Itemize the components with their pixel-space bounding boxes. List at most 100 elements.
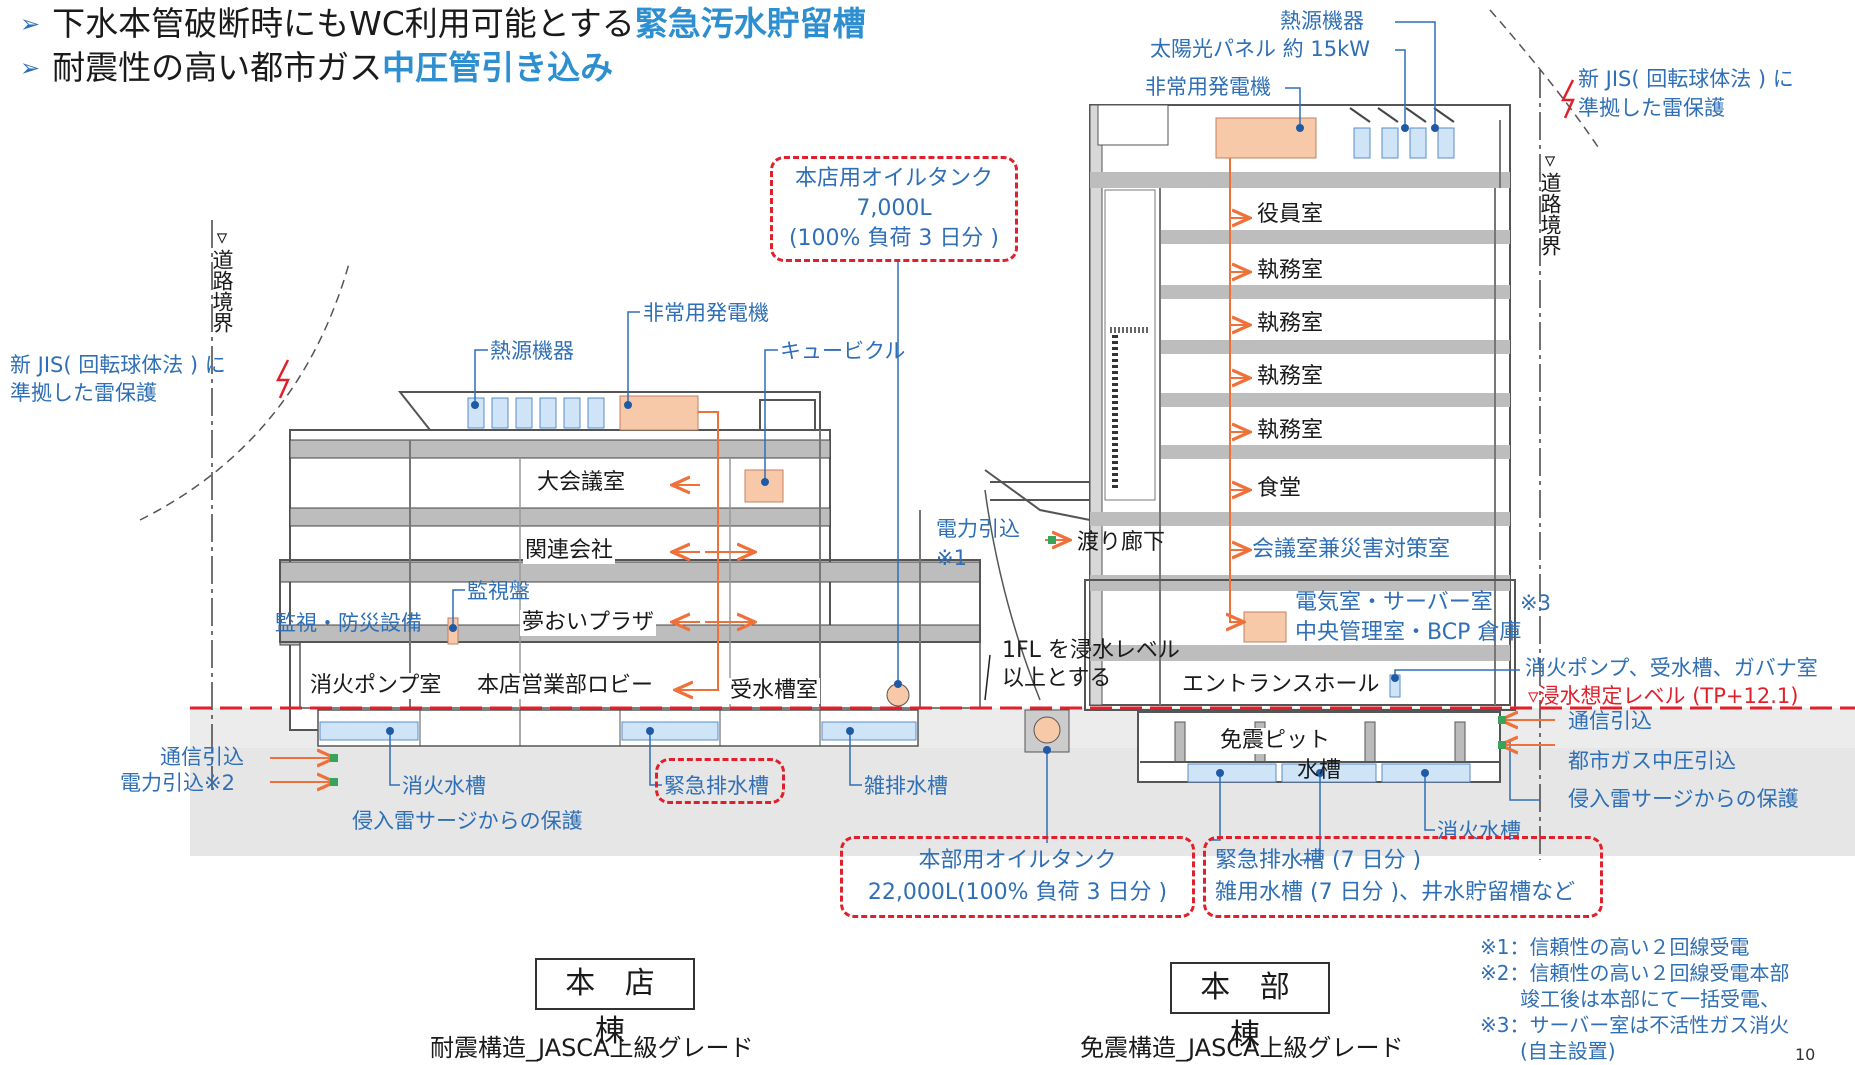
room-conference: 大会議室 [535, 470, 628, 496]
left-emergency-drain-highlight [655, 758, 785, 804]
footnote-2: ※2：信頼性の高い２回線受電本部 [1480, 961, 1790, 985]
left-telecom-in-label: 通信引込 [160, 745, 244, 769]
right-telecom-in-label: 通信引込 [1568, 709, 1652, 733]
center-oil-tank-line2: 22,000L(100% 負荷 3 日分 ) [867, 880, 1168, 905]
header-line-2-text: 耐震性の高い都市ガス [52, 48, 383, 87]
left-road-boundary-label: ▿道路境界 [210, 225, 234, 333]
right-tank-box [1203, 836, 1603, 918]
left-surge-protection-label: 侵入雷サージからの保護 [352, 809, 583, 833]
room-central: 中央管理室・BCP 倉庫 [1295, 620, 1522, 645]
left-cubicle [744, 469, 784, 503]
right-tank-box-line2: 雑用水槽 (7 日分 )、井水貯留槽など [1215, 880, 1576, 905]
right-building-structure: 免震構造_JASCA上級グレード [1080, 1034, 1404, 1062]
distribution-routes [270, 158, 1555, 782]
left-fire-water-tank [319, 721, 419, 741]
room-office-3: 執務室 [1255, 364, 1326, 390]
center-power-in-label: 電力引込 [936, 517, 1020, 541]
right-generator [1215, 117, 1317, 159]
left-cubicle-label: キュービクル [780, 339, 906, 363]
left-generator-label: 非常用発電機 [643, 301, 769, 325]
left-building-structure: 耐震構造_JASCA上級グレード [430, 1034, 754, 1062]
room-entrance: エントランスホール [1182, 672, 1380, 697]
left-misc-drain-tank-label: 雑排水槽 [864, 774, 948, 798]
lightning-arc-left [139, 259, 351, 521]
right-tank-2 [1281, 763, 1377, 783]
header-line-1: ➢ 下水本管破断時にもWC利用可能とする緊急汚水貯留槽 [20, 4, 866, 44]
room-affiliate: 関連会社 [523, 538, 616, 564]
left-oil-tank-line2: 7,000L [856, 196, 932, 221]
footnote-3: ※3：サーバー室は不活性ガス消火 [1480, 1013, 1790, 1037]
lightning-arc-right [1489, 9, 1601, 151]
header-line-2: ➢ 耐震性の高い都市ガス中圧管引き込み [20, 48, 613, 88]
right-generator-label: 非常用発電機 [1145, 75, 1271, 99]
right-heat-source-units [1353, 127, 1455, 159]
leader-dots [386, 124, 1439, 777]
fl-note-line1: 1FL を浸水レベル [1002, 638, 1180, 663]
footnote-3-cont: (自主設置) [1480, 1039, 1616, 1063]
right-surge-protection-label: 侵入雷サージからの保護 [1568, 787, 1799, 811]
page-number: 10 [1795, 1045, 1816, 1064]
room-water-tank-right: 水槽 [1297, 758, 1342, 783]
right-note3-label: ※3 [1520, 591, 1551, 615]
center-oil-tank-line1: 本部用オイルタンク [918, 848, 1117, 873]
left-heat-source-units [467, 397, 605, 429]
leader-lines [389, 21, 1540, 861]
monitoring-equipment-label: 監視・防災設備 [275, 611, 422, 635]
header-line-2-highlight: 中圧管引き込み [382, 48, 614, 87]
header-line-1-highlight: 緊急汚水貯留槽 [634, 4, 866, 43]
right-heat-source-label: 熱源機器 [1280, 9, 1364, 33]
footnote-2-cont: 竣工後は本部にて一括受電、 [1480, 987, 1780, 1011]
lightning-bolt-icon-left [275, 359, 290, 399]
room-isolation-pit: 免震ピット [1218, 728, 1333, 754]
room-electrical: 電気室・サーバー室 [1295, 590, 1493, 615]
left-emergency-drain-tank-label: 緊急排水槽 [664, 774, 769, 798]
left-oil-tank-line3: (100% 負荷 3 日分 ) [788, 226, 1000, 251]
left-lightning-note-line2: 準拠した雷保護 [10, 381, 157, 405]
room-office-1: 執務室 [1255, 258, 1326, 284]
left-oil-tank-box [770, 156, 1018, 262]
monitor-panel-label: 監視盤 [467, 579, 530, 603]
bullet-arrow-icon: ➢ [20, 10, 41, 38]
footnote-1: ※1：信頼性の高い２回線受電 [1480, 935, 1750, 959]
header-line-1-text: 下水本管破断時にもWC利用可能とする [52, 4, 635, 43]
right-tank-1 [1187, 763, 1277, 783]
right-fire-pump-label: 消火ポンプ、受水槽、ガバナ室 [1525, 656, 1818, 680]
flood-level-label: ▿浸水想定レベル (TP+12.1) [1528, 684, 1799, 708]
entry-markers [330, 536, 1506, 786]
right-gas-in-label: 都市ガス中圧引込 [1568, 749, 1736, 773]
left-building-name: 本 店 棟 [535, 958, 695, 1049]
left-oil-tank-line1: 本店用オイルタンク [794, 166, 993, 191]
left-misc-drain-tank [821, 721, 917, 741]
room-executive: 役員室 [1255, 202, 1326, 228]
bullet-arrow-icon: ➢ [20, 54, 41, 82]
right-fire-water-tank-label: 消火水槽 [1437, 819, 1521, 843]
left-generator [619, 395, 699, 431]
room-fire-pump: 消火ポンプ室 [308, 673, 444, 699]
solar-panels [1349, 107, 1455, 123]
room-plaza: 夢おいプラザ [520, 610, 657, 636]
lightning-bolt-icon-right [1560, 79, 1575, 119]
right-tank-box-line1: 緊急排水槽 (7 日分 ) [1215, 848, 1422, 873]
left-power-in-label: 電力引込※2 [120, 771, 235, 795]
left-lightning-note-line1: 新 JIS( 回転球体法 ) に [10, 353, 226, 377]
left-emergency-drain-tank [621, 721, 719, 741]
center-note1-label: ※1 [936, 546, 967, 570]
right-lightning-note-line2: 準拠した雷保護 [1578, 96, 1725, 120]
room-cafeteria: 食堂 [1255, 476, 1304, 502]
right-solar-label: 太陽光パネル 約 15kW [1150, 37, 1370, 61]
center-oil-tank-box [840, 836, 1195, 918]
room-water-tank: 受水槽室 [728, 678, 821, 704]
corridor [984, 469, 1091, 753]
room-lobby: 本店営業部ロビー [475, 673, 656, 699]
right-electrical-room-box [1243, 611, 1287, 643]
right-building-name: 本 部 棟 [1170, 962, 1330, 1053]
corridor-label: 渡り廊下 [1077, 530, 1166, 555]
left-fire-water-tank-label: 消火水槽 [402, 774, 486, 798]
right-road-boundary-label: ▿道路境界 [1538, 148, 1562, 256]
right-lightning-note-line1: 新 JIS( 回転球体法 ) に [1578, 67, 1794, 91]
room-office-4: 執務室 [1255, 418, 1326, 444]
fl-note-line2: 以上とする [1002, 666, 1112, 691]
room-conference-disaster: 会議室兼災害対策室 [1252, 537, 1451, 562]
room-office-2: 執務室 [1255, 311, 1326, 337]
left-heat-source-label: 熱源機器 [490, 339, 574, 363]
